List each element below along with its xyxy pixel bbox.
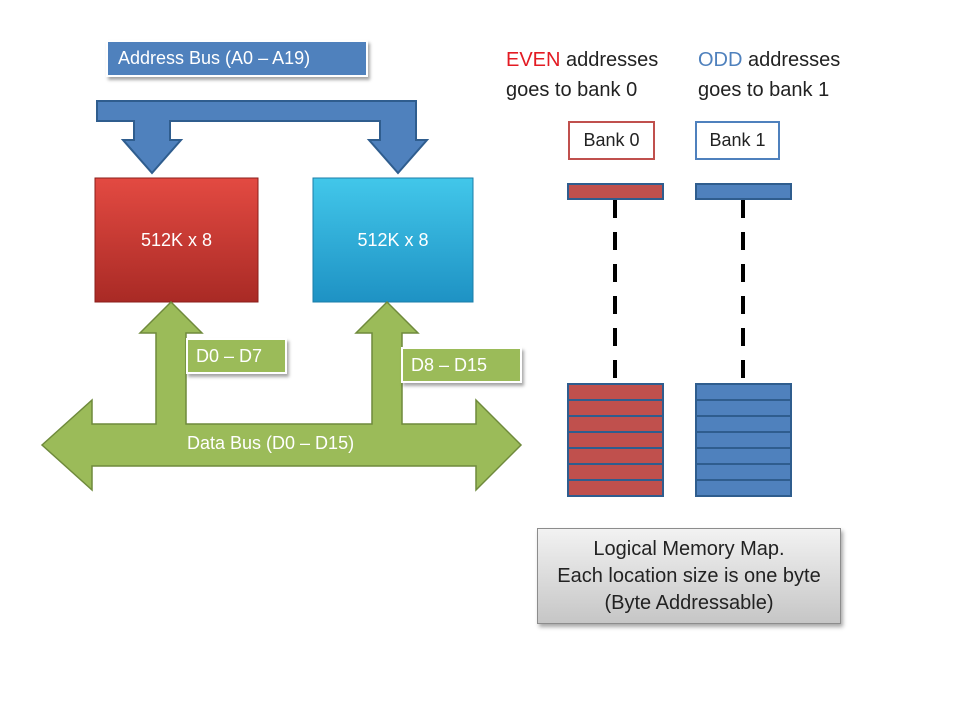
- address-bus-label-text: Address Bus (A0 – A19): [118, 48, 311, 68]
- bank0-top-location: [567, 183, 664, 200]
- bank0-location-2: [567, 415, 664, 433]
- bank1-location-3: [695, 431, 792, 449]
- chip-1-label: 512K x 8: [357, 230, 429, 250]
- chip-0: [94, 177, 259, 303]
- bank1-location-2: [695, 415, 792, 433]
- bank0-location-6: [567, 479, 664, 497]
- chip-0-label: 512K x 8: [140, 230, 213, 250]
- bank1-location-1: [695, 399, 792, 417]
- memory-map-line1: Logical Memory Map.: [593, 537, 785, 560]
- bank1-label: Bank 1: [695, 121, 780, 160]
- bank1-location-6: [695, 479, 792, 497]
- odd-note: ODD addresses goes to bank 1: [698, 45, 840, 105]
- address-bus-arrow: [96, 100, 430, 175]
- memory-map-line3: (Byte Addressable): [604, 591, 774, 614]
- odd-line2: goes to bank 1: [698, 79, 830, 101]
- bank0-location-1: [567, 399, 664, 417]
- bank0-location-5: [567, 463, 664, 481]
- bank1-location-0: [695, 383, 792, 401]
- bank0-label: Bank 0: [568, 121, 655, 160]
- chip-1: [312, 177, 474, 303]
- bank0-location-0: [567, 383, 664, 401]
- data-high-label: D8 – D15: [401, 347, 522, 383]
- bank1-location-5: [695, 463, 792, 481]
- odd-rest: addresses: [742, 49, 841, 71]
- memory-map-line2: Each location size is one byte: [557, 564, 821, 587]
- data-bus-label: Data Bus (D0 – D15): [187, 433, 355, 453]
- even-rest: addresses: [560, 49, 659, 71]
- data-low-label: D0 – D7: [186, 338, 287, 374]
- bank0-location-3: [567, 431, 664, 449]
- even-note: EVEN addresses goes to bank 0: [506, 45, 658, 105]
- bank0-location-4: [567, 447, 664, 465]
- bank1-location-4: [695, 447, 792, 465]
- even-keyword: EVEN: [506, 49, 561, 71]
- address-bus-label: Address Bus (A0 – A19): [106, 40, 368, 77]
- odd-keyword: ODD: [698, 49, 743, 71]
- data-low-label-text: D0 – D7: [196, 345, 263, 366]
- data-bus-arrow: [40, 300, 523, 492]
- data-high-label-text: D8 – D15: [411, 354, 488, 375]
- memory-map-note: Logical Memory Map. Each location size i…: [537, 528, 841, 624]
- even-line2: goes to bank 0: [506, 79, 638, 101]
- bank1-top-location: [695, 183, 792, 200]
